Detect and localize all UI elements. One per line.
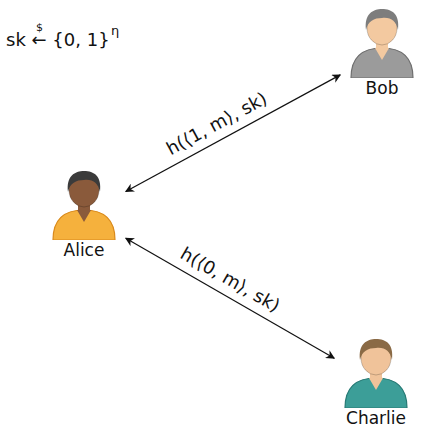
person-part: [53, 210, 115, 240]
person-icon: [47, 168, 121, 240]
message-label: h(⟨0, m⟩, sk): [175, 242, 285, 317]
person-part: [68, 171, 101, 192]
random-marker: $: [36, 22, 43, 34]
person-icon: [339, 336, 413, 408]
message-arrow: [126, 75, 340, 192]
person-part: [366, 9, 399, 30]
person-node: Charlie: [336, 336, 416, 428]
person-part: [345, 378, 407, 408]
person-part: [351, 48, 413, 78]
person-icon: [345, 6, 419, 78]
person-name: Bob: [342, 78, 422, 98]
person-node: Bob: [342, 6, 422, 98]
key-sampling: sk ← {0, 1}: [6, 30, 110, 50]
person-node: Alice: [44, 168, 124, 260]
person-name: Alice: [44, 240, 124, 260]
message-label: h(⟨1, m⟩, sk): [161, 87, 272, 160]
person-name: Charlie: [336, 408, 416, 428]
person-part: [360, 339, 393, 360]
security-parameter: η: [111, 24, 119, 38]
message-arrow: [126, 238, 335, 358]
